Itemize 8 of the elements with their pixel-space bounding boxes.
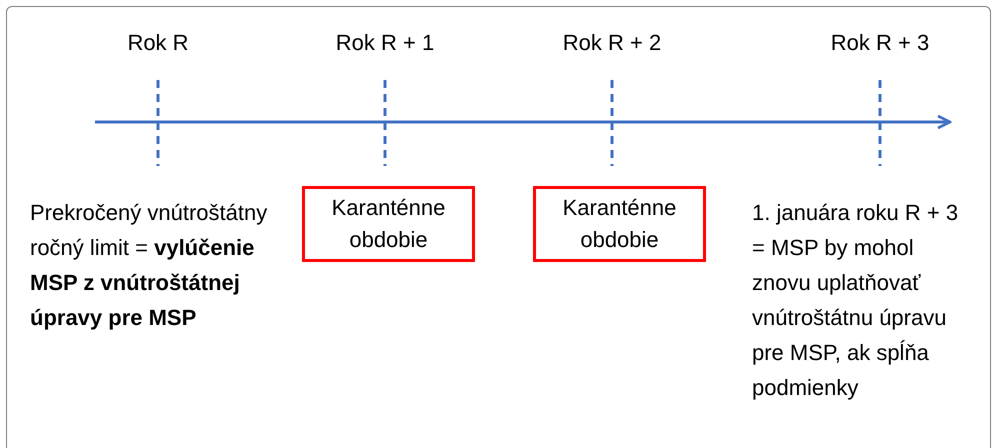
year-label: Rok R + 2 [562, 30, 662, 56]
year-label: Rok R + 1 [336, 30, 434, 56]
year-label: Rok R + 3 [830, 30, 930, 56]
note-text: Prekročený vnútroštátny ročný limit = vylúčenie MSP z vnútroštátnej úpravy pre MSP [30, 199, 268, 332]
year-label: Rok R [127, 30, 189, 56]
period-box: Karanténne obdobie [302, 186, 475, 262]
period-box: Karanténne obdobie [533, 186, 706, 262]
note-text: 1. januára roku R + 3 = MSP by mohol znovu uplatňovať vnútroštátnu úpravu pre MSP, ak spĺňa podmienky [752, 199, 960, 402]
